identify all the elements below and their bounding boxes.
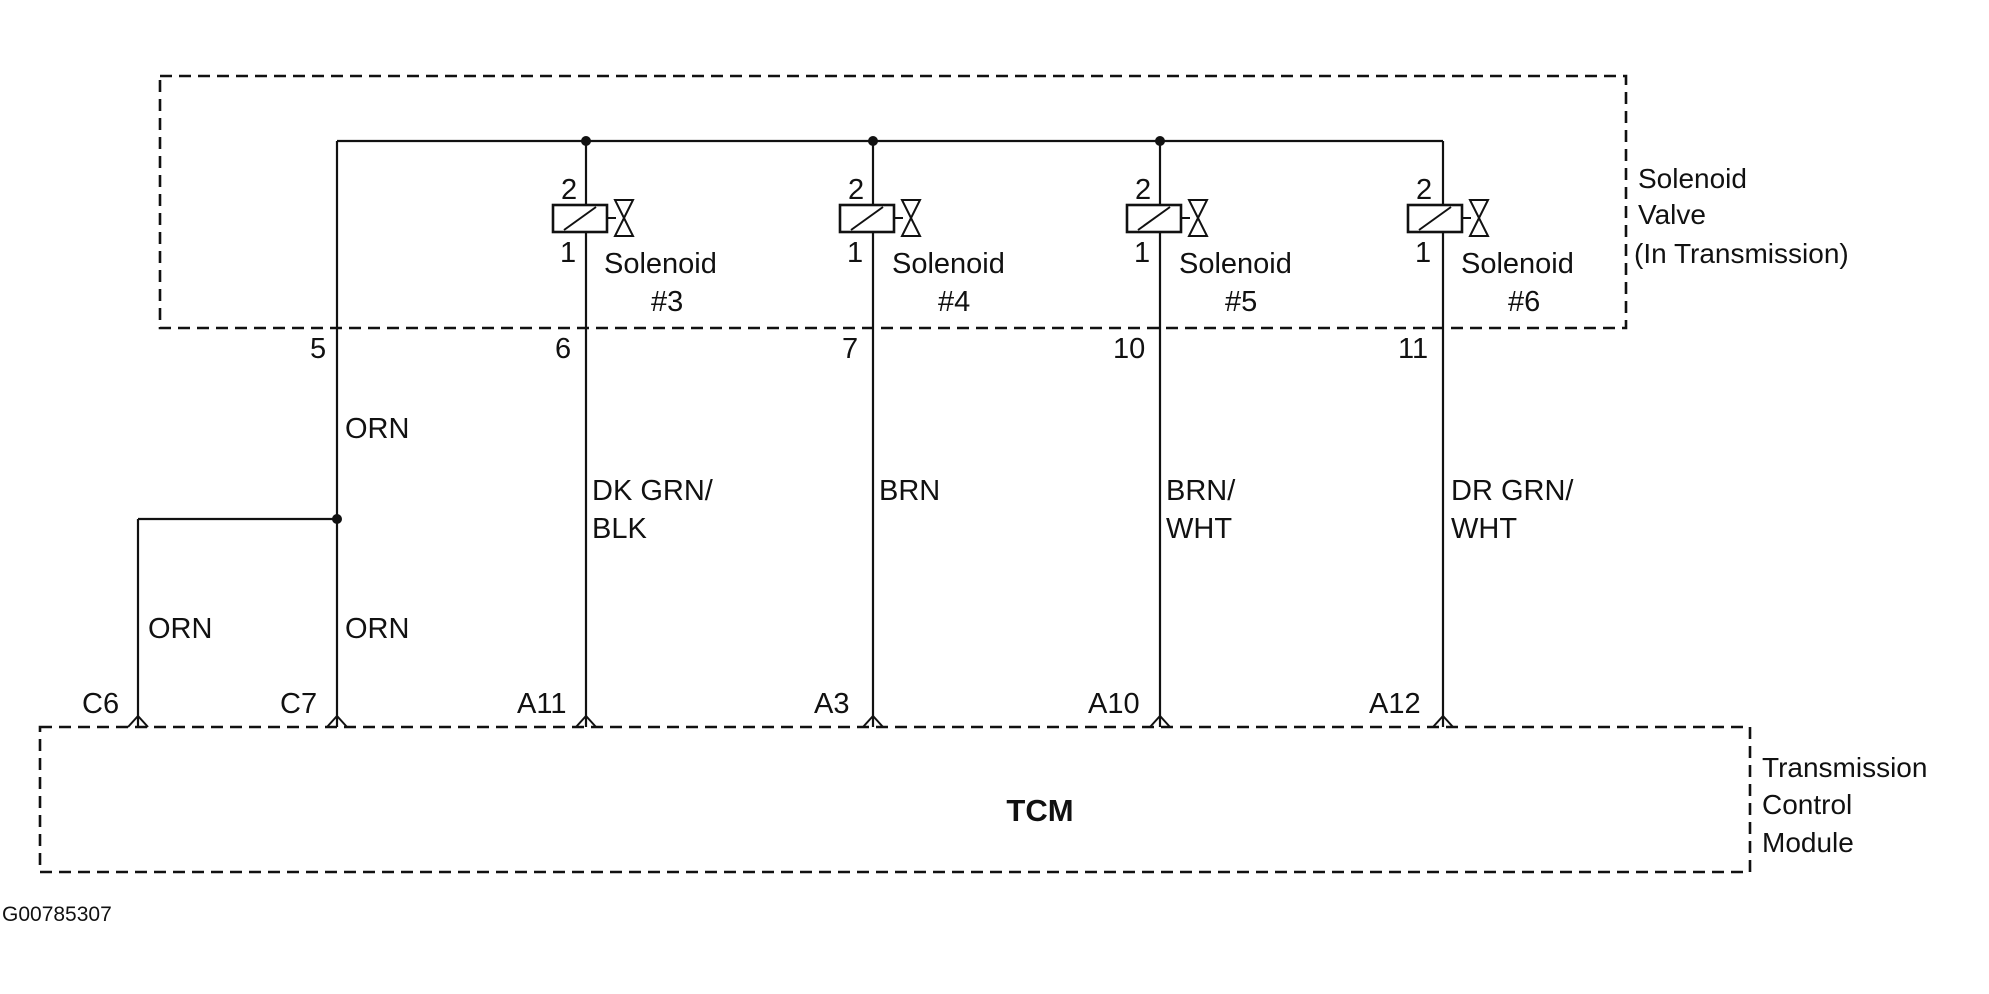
tcm-label-line-2: Control bbox=[1762, 789, 1852, 820]
solenoid-5-number: #5 bbox=[1225, 286, 1257, 318]
valve-icon bbox=[613, 199, 635, 237]
solenoid-6-wire-color-2: WHT bbox=[1451, 513, 1517, 545]
feed-harness-pin: 5 bbox=[310, 333, 326, 365]
solenoid-valve-box bbox=[158, 74, 1628, 330]
solenoid-4-wire-color-1: BRN bbox=[879, 475, 940, 507]
connector-a12-symbol bbox=[1432, 714, 1454, 728]
solenoid-4-harness-pin: 7 bbox=[842, 333, 858, 365]
solenoid-6-harness-pin: 11 bbox=[1398, 333, 1428, 365]
tcm-pin-c6: C6 bbox=[82, 688, 119, 720]
solenoid-5-circuit: 2 1 Solenoid #5 10 BRN/ WHT A10 bbox=[1088, 141, 1292, 728]
solenoid-box-label-line-2: Valve bbox=[1638, 199, 1706, 230]
figure-code: G00785307 bbox=[2, 903, 112, 926]
tcm-center-label: TCM bbox=[1006, 793, 1073, 828]
solenoid-box-label-line-3: (In Transmission) bbox=[1634, 238, 1849, 269]
solenoid-box-label-line-1: Solenoid bbox=[1638, 163, 1747, 194]
feed-splice-junction bbox=[332, 514, 342, 524]
feed-wire-color-c6: ORN bbox=[148, 613, 212, 645]
tcm-label-line-3: Module bbox=[1762, 827, 1854, 858]
solenoid-3-circuit: 2 1 Solenoid #3 6 DK GRN/ BLK A11 bbox=[517, 141, 717, 728]
valve-icon bbox=[1187, 199, 1209, 237]
tcm-box bbox=[38, 725, 1752, 874]
tcm-pin-a11: A11 bbox=[517, 688, 566, 720]
valve-icon bbox=[1468, 199, 1490, 237]
connector-a3-symbol bbox=[862, 714, 884, 728]
feed-wire-color-upper: ORN bbox=[345, 413, 409, 445]
solenoid-6-circuit: 2 1 Solenoid #6 11 DR GRN/ WHT A12 bbox=[1369, 141, 1574, 728]
tcm-pin-a3: A3 bbox=[814, 688, 849, 720]
solenoid-4-pin-top: 2 bbox=[848, 174, 864, 206]
solenoid-3-pin-top: 2 bbox=[561, 174, 577, 206]
connector-a10-symbol bbox=[1149, 714, 1171, 728]
valve-icon bbox=[900, 199, 922, 237]
solenoid-5-wire-color-1: BRN/ bbox=[1166, 475, 1236, 507]
connector-c6-symbol bbox=[127, 714, 149, 728]
tcm-pin-c7: C7 bbox=[280, 688, 317, 720]
solenoid-6-pin-top: 2 bbox=[1416, 174, 1432, 206]
solenoid-5-pin-bottom: 1 bbox=[1134, 237, 1150, 269]
connector-c7-symbol bbox=[326, 714, 348, 728]
solenoid-4-circuit: 2 1 Solenoid #4 7 BRN A3 bbox=[814, 141, 1005, 728]
solenoid-5-wire-color-2: WHT bbox=[1166, 513, 1232, 545]
solenoid-5-harness-pin: 10 bbox=[1113, 333, 1145, 365]
solenoid-3-wire-color-2: BLK bbox=[592, 513, 647, 545]
solenoid-6-number: #6 bbox=[1508, 286, 1540, 318]
solenoid-4-coil bbox=[838, 203, 896, 234]
solenoid-6-name: Solenoid bbox=[1461, 248, 1574, 280]
solenoid-4-number: #4 bbox=[938, 286, 970, 318]
solenoid-6-wire-color-1: DR GRN/ bbox=[1451, 475, 1574, 507]
solenoid-3-name: Solenoid bbox=[604, 248, 717, 280]
connector-a11-symbol bbox=[575, 714, 597, 728]
solenoid-6-pin-bottom: 1 bbox=[1415, 237, 1431, 269]
solenoid-3-harness-pin: 6 bbox=[555, 333, 571, 365]
tcm-label-line-1: Transmission bbox=[1762, 752, 1927, 783]
tcm-pin-a12: A12 bbox=[1369, 688, 1421, 720]
solenoid-4-name: Solenoid bbox=[892, 248, 1005, 280]
solenoid-4-pin-bottom: 1 bbox=[847, 237, 863, 269]
solenoid-3-number: #3 bbox=[651, 286, 683, 318]
tcm-pin-a10: A10 bbox=[1088, 688, 1140, 720]
solenoid-5-pin-top: 2 bbox=[1135, 174, 1151, 206]
solenoid-3-wire-color-1: DK GRN/ bbox=[592, 475, 714, 507]
solenoid-5-name: Solenoid bbox=[1179, 248, 1292, 280]
feed-wire-color-c7: ORN bbox=[345, 613, 409, 645]
solenoid-3-pin-bottom: 1 bbox=[560, 237, 576, 269]
